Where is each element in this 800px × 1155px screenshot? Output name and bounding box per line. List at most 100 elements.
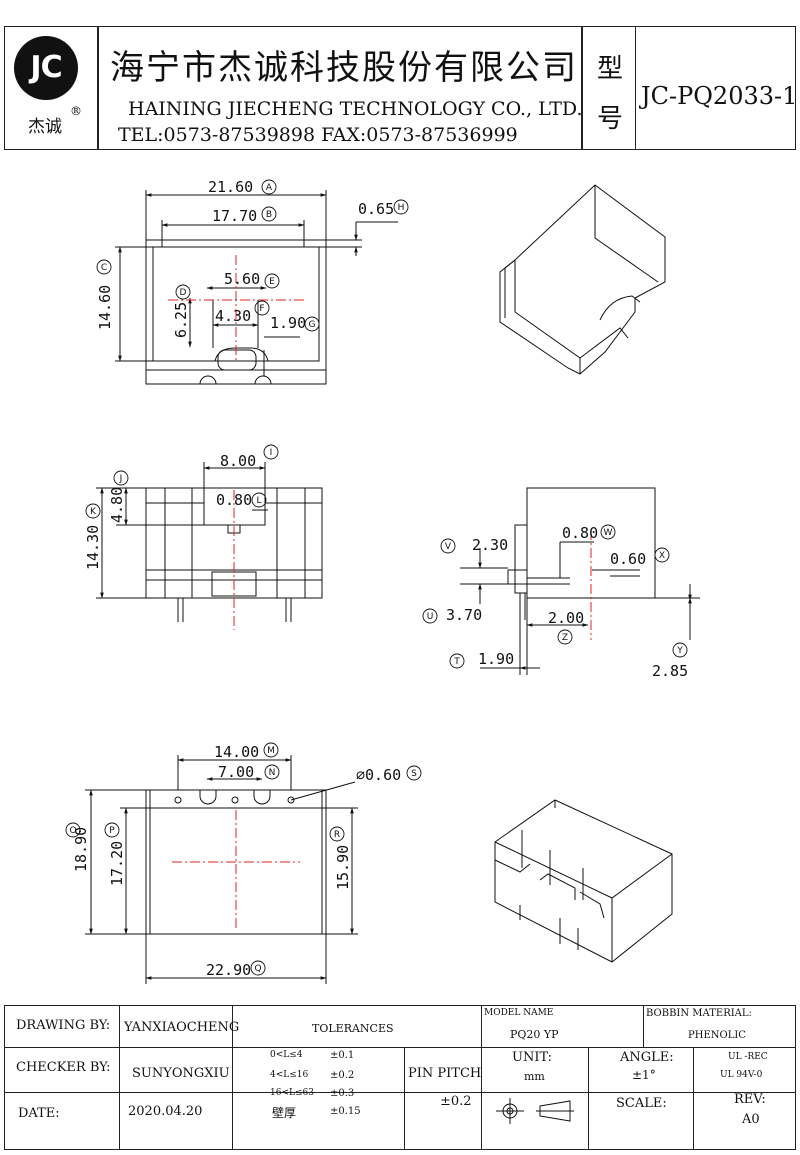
dim-m: 14.00: [214, 743, 259, 761]
tol-3: ±0.3: [330, 1088, 355, 1099]
svg-text:I: I: [270, 448, 273, 458]
dim-l: 0.80: [216, 491, 252, 509]
dim-t: 1.90: [478, 650, 514, 668]
unit-value: mm: [524, 1070, 545, 1083]
ul-94v0: UL 94V-0: [720, 1070, 763, 1080]
angle-label: ANGLE:: [620, 1050, 674, 1065]
logo-cell: [4, 26, 98, 150]
svg-text:K: K: [90, 507, 97, 517]
tol-2: ±0.2: [330, 1070, 355, 1081]
svg-text:Q: Q: [254, 964, 261, 974]
company-logo: JC: [14, 36, 78, 100]
dim-w: 0.80: [562, 524, 598, 542]
dim-p: 17.20: [108, 841, 126, 886]
svg-text:R: R: [334, 830, 340, 840]
svg-text:C: C: [101, 263, 107, 273]
svg-text:T: T: [453, 657, 460, 667]
ul-rec: UL -REC: [728, 1052, 768, 1062]
drawing-by-label: DRAWING BY:: [16, 1018, 111, 1033]
company-name-en: HAINING JIECHENG TECHNOLOGY CO., LTD.: [128, 98, 583, 120]
isometric-view-top: [499, 184, 666, 375]
pin-pitch-label: PIN PITCH: [408, 1066, 482, 1081]
dim-j: 4.80: [108, 487, 126, 523]
checker-by-label: CHECKER BY:: [16, 1060, 111, 1075]
top-view: [115, 190, 398, 385]
tol-1: ±0.1: [330, 1050, 355, 1061]
svg-text:X: X: [659, 551, 665, 561]
drawing-by-value: YANXIAOCHENG: [124, 1020, 240, 1035]
svg-text:E: E: [269, 277, 275, 287]
dim-r: 15.90: [334, 845, 352, 890]
dim-d: 6.25: [172, 302, 190, 338]
svg-text:Z: Z: [562, 633, 568, 643]
dim-n: 7.00: [218, 763, 254, 781]
logo-subtitle: 杰诚: [28, 117, 62, 137]
svg-text:Y: Y: [676, 646, 683, 656]
date-value: 2020.04.20: [128, 1104, 203, 1119]
dim-h: 0.65: [358, 200, 394, 218]
type-label-1: 型: [597, 54, 624, 84]
title-header: JC 杰诚 ® 海宁市杰诚科技股份有限公司 HAINING JIECHENG T…: [0, 0, 800, 155]
svg-text:W: W: [604, 528, 613, 538]
isometric-view-bottom: [494, 799, 673, 963]
reference-marks: [65, 179, 688, 976]
tol-2-range: 4<L≤16: [270, 1070, 309, 1080]
bobbin-material-value: PHENOLIC: [688, 1030, 746, 1041]
tol-4-range: 壁厚: [272, 1106, 297, 1120]
dim-f: 4.30: [215, 307, 251, 325]
dim-c: 14.60: [96, 285, 114, 330]
dim-g: 1.90: [270, 314, 306, 332]
dim-z: 2.00: [548, 609, 584, 627]
dim-s: ⌀0.60: [356, 766, 401, 784]
tol-1-range: 0<L≤4: [270, 1050, 303, 1060]
unit-label: UNIT:: [512, 1050, 553, 1065]
type-label-2: 号: [597, 104, 624, 134]
front-view: [96, 462, 323, 622]
svg-text:H: H: [398, 203, 405, 213]
tol-3-range: 16<L≤63: [270, 1088, 314, 1098]
model-name-label: MODEL NAME: [484, 1008, 554, 1018]
dim-i: 8.00: [220, 452, 256, 470]
company-contact: TEL:0573-87539898 FAX:0573-87536999: [118, 124, 518, 146]
svg-text:F: F: [259, 304, 264, 314]
svg-text:V: V: [445, 542, 452, 552]
svg-text:U: U: [427, 612, 434, 622]
dim-b: 17.70: [212, 207, 257, 225]
svg-text:N: N: [269, 768, 276, 778]
dim-x: 0.60: [610, 550, 646, 568]
dim-e: 5.60: [224, 270, 260, 288]
svg-text:P: P: [109, 826, 115, 836]
svg-text:D: D: [180, 288, 187, 298]
logo-text: JC: [30, 50, 62, 85]
dim-u: 3.70: [446, 606, 482, 624]
svg-text:O: O: [69, 826, 76, 836]
svg-text:L: L: [256, 496, 261, 506]
company-name-cn: 海宁市杰诚科技股份有限公司: [110, 48, 578, 88]
tol-4: ±0.15: [330, 1106, 361, 1117]
scale-label: SCALE:: [616, 1096, 667, 1111]
type-label-cell: [582, 26, 636, 150]
center-lines: [168, 255, 592, 930]
side-view: [460, 487, 700, 675]
company-cell: [98, 26, 582, 150]
dim-a: 21.60: [208, 178, 253, 196]
svg-text:A: A: [266, 183, 273, 193]
rev-value: A0: [742, 1112, 760, 1127]
checker-by-value: SUNYONGXIU: [132, 1066, 230, 1081]
svg-text:G: G: [309, 320, 316, 330]
technical-drawing: 21.60 17.70 0.65 14.60 5.60 6.25 4.30 1.…: [65, 178, 700, 984]
dimension-labels: 21.60 17.70 0.65 14.60 5.60 6.25 4.30 1.…: [72, 178, 688, 979]
bottom-view: [85, 755, 358, 984]
tolerances-label: TOLERANCES: [312, 1022, 394, 1035]
dim-v: 2.30: [472, 536, 508, 554]
angle-value: ±1°: [632, 1068, 656, 1082]
svg-text:S: S: [411, 769, 417, 779]
model-name-value: PQ20 YP: [510, 1028, 559, 1041]
rev-label: REV:: [734, 1092, 766, 1107]
dim-k: 14.30: [84, 525, 102, 570]
bobbin-material-label: BOBBIN MATERIAL:: [646, 1008, 752, 1019]
pin-pitch-value: ±0.2: [440, 1094, 472, 1109]
dim-q: 22.90: [206, 961, 251, 979]
model-code: JC-PQ2033-1: [641, 82, 798, 110]
